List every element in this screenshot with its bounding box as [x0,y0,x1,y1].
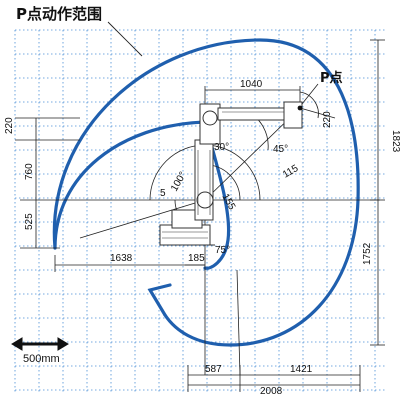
dim-1823: 1823 [390,130,400,153]
p-point-leader [301,83,319,105]
envelope-left-lobe [53,120,207,250]
dim-760: 760 [24,163,35,180]
dim-1638: 1638 [110,253,133,264]
dim-1421: 1421 [290,364,313,375]
robot-arm [159,101,303,246]
diagram-title: P点动作范围 [16,5,102,23]
angle-5: 5 [160,188,166,199]
envelope-outer-arc [52,38,360,347]
angle-155: 155 [219,192,237,212]
dim-525: 525 [24,213,35,230]
envelope-bottom-edge [147,283,172,317]
angle-75: 75° [215,245,230,256]
angle-115: 115 [281,163,301,181]
scale-label: 500mm [23,353,60,365]
angle-100: 100° [169,170,189,193]
title-leader [107,21,143,57]
dim-1040: 1040 [240,79,263,90]
angle-45: 45° [273,144,288,155]
dim-2008: 2008 [260,386,283,397]
dim-upper-220: 220 [322,111,333,128]
scale-arrow [11,337,69,351]
p-point-label: P点 [320,70,343,86]
dim-185: 185 [188,253,205,264]
dim-1752: 1752 [362,242,373,265]
robot-hatching [162,111,284,239]
p-point-marker [297,105,303,111]
angle-30: 30° [214,142,229,153]
dim-587: 587 [205,364,222,375]
dimension-lines [15,39,385,392]
dim-left-220: 220 [4,117,15,134]
